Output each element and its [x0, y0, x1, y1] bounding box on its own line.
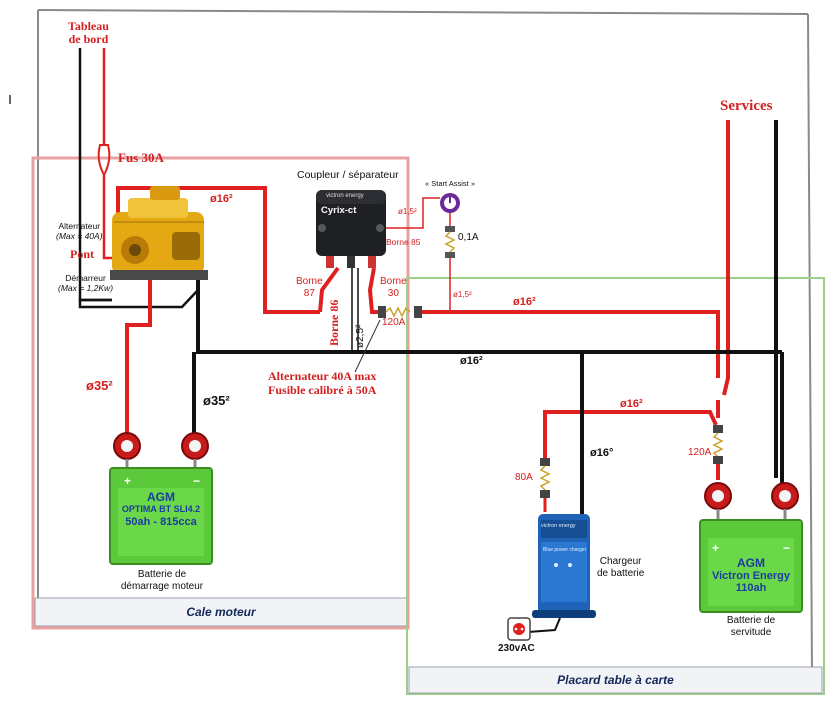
battery-start-type: AGM	[147, 490, 175, 504]
fuse-120a-mid-label: 120A	[382, 317, 406, 328]
wire-d35-red: ø35²	[86, 378, 113, 393]
annotation-leader	[354, 319, 381, 373]
borne-30-label: Borne 30	[380, 276, 407, 299]
coupler-device	[316, 190, 386, 268]
zone-title-cale-moteur: Cale moteur	[186, 605, 256, 619]
alternateur-label: Alternateur (Max = 40A)	[56, 221, 103, 242]
battery-start-caption-2: démarrage moteur	[120, 580, 204, 592]
wire-d16-mid: ø16²	[620, 398, 643, 410]
tableau-de-bord-label: Tableau de bord	[68, 19, 109, 47]
alternator-note: Alternateur 40A max Fusible calibré à 50…	[268, 369, 377, 398]
battery-service-caption-2: servitude	[730, 626, 772, 638]
main-red-wires	[116, 186, 720, 480]
svg-text:+: +	[124, 474, 131, 488]
chargeur-line2: de batterie	[597, 567, 645, 579]
borne-86-label: Borne 86	[327, 299, 341, 346]
battery-start-capacity: 50ah - 815cca	[125, 516, 197, 528]
tableau-line2: de bord	[68, 32, 109, 47]
alternateur-line2: (Max = 40A)	[56, 230, 103, 241]
wire-d16-top: ø16²	[210, 193, 233, 205]
demarreur-label: Démarreur (Max = 1,2Kw)	[58, 273, 114, 294]
alt-note-line1: Alternateur 40A max	[268, 369, 377, 383]
battery-start-model: OPTIMA BT SLI4.2	[121, 504, 201, 514]
battery-start-label: AGM OPTIMA BT SLI4.2 50ah - 815cca	[110, 490, 212, 528]
charger-brand: victron energy	[541, 523, 576, 529]
engine-icon	[110, 186, 208, 280]
wire-d2-5: ø2,5²	[355, 324, 366, 348]
battery-leads	[125, 459, 787, 522]
fuse-30a-label: Fus 30A	[118, 150, 164, 165]
thin-black-wires	[78, 48, 199, 309]
zone-title-placard: Placard table à carte	[557, 673, 674, 687]
wire-d16-black: ø16²	[460, 355, 483, 367]
wire-d1-5-mid: ø1,5²	[453, 290, 472, 299]
svg-text:−: −	[193, 474, 200, 488]
battery-start-body: + −	[109, 467, 213, 565]
borne-87-label: Borne 87	[296, 276, 323, 299]
start-assist-label: « Start Assist »	[425, 179, 476, 188]
fuse-01a-label: 0,1A	[458, 232, 479, 243]
tableau-line1: Tableau	[68, 19, 109, 33]
services-red-wire	[722, 120, 730, 396]
outlet-icon	[507, 617, 531, 641]
coupler-ground-wire	[351, 268, 359, 352]
services-label: Services	[720, 98, 773, 114]
battery-service-caption: Batterie de servitude	[702, 615, 800, 638]
push-button-icon	[440, 193, 460, 213]
coupleur-label: Coupleur / séparateur	[297, 169, 399, 181]
ac-label: 230vAC	[498, 643, 535, 654]
battery-service-body: + −	[699, 519, 803, 613]
demarreur-line1: Démarreur	[65, 273, 106, 283]
borne-30-line2: 30	[387, 287, 399, 299]
battery-service-caption-1: Batterie de	[726, 615, 776, 626]
fuse-80a-label: 80A	[515, 472, 533, 483]
charger-device	[532, 514, 596, 618]
battery-service-model: Victron Energy	[711, 570, 791, 582]
alternateur-line1: Alternateur	[58, 221, 101, 231]
coupler-brand: victron energy	[326, 193, 364, 199]
battery-service-label: AGM Victron Energy 110ah	[700, 556, 802, 594]
outer-frame	[9, 9, 813, 673]
charger-ac-cable	[527, 617, 561, 633]
battery-service-capacity: 110ah	[735, 582, 767, 594]
alt-note-line2: Fusible calibré à 50A	[268, 382, 377, 397]
battery-start-caption: Batterie de démarrage moteur	[112, 569, 212, 592]
main-black-wires	[192, 120, 784, 515]
chargeur-line1: Chargeur	[599, 556, 642, 567]
wire-d35-black: ø35²	[203, 393, 230, 408]
chargeur-label: Chargeur de batterie	[597, 556, 644, 579]
borne-87-line1: Borne	[296, 276, 323, 287]
fuse-120a-right-label: 120A	[688, 447, 712, 458]
battery-service-type: AGM	[737, 556, 765, 570]
charger-model: Blue power charger	[543, 547, 587, 553]
fuse-icon	[378, 226, 724, 498]
wire-d16-charger: ø16°	[590, 447, 614, 459]
start-assist-wires	[383, 197, 451, 312]
coupler-model: Cyrix-ct	[321, 205, 357, 216]
pont-label: Pont	[70, 247, 94, 261]
borne-87-line2: 87	[303, 287, 315, 299]
terminal-icon	[113, 432, 799, 510]
svg-text:+: +	[712, 541, 719, 555]
battery-start-caption-1: Batterie de	[137, 569, 187, 580]
borne-30-line1: Borne	[380, 276, 407, 287]
demarreur-line2: (Max = 1,2Kw)	[58, 282, 114, 293]
borne-85-label: Borne 85	[386, 237, 421, 247]
wire-d16-right: ø16²	[513, 296, 536, 308]
wire-d1-5-top: ø1,5²	[398, 207, 417, 216]
svg-text:−: −	[783, 541, 790, 555]
zone-placard	[406, 277, 825, 695]
